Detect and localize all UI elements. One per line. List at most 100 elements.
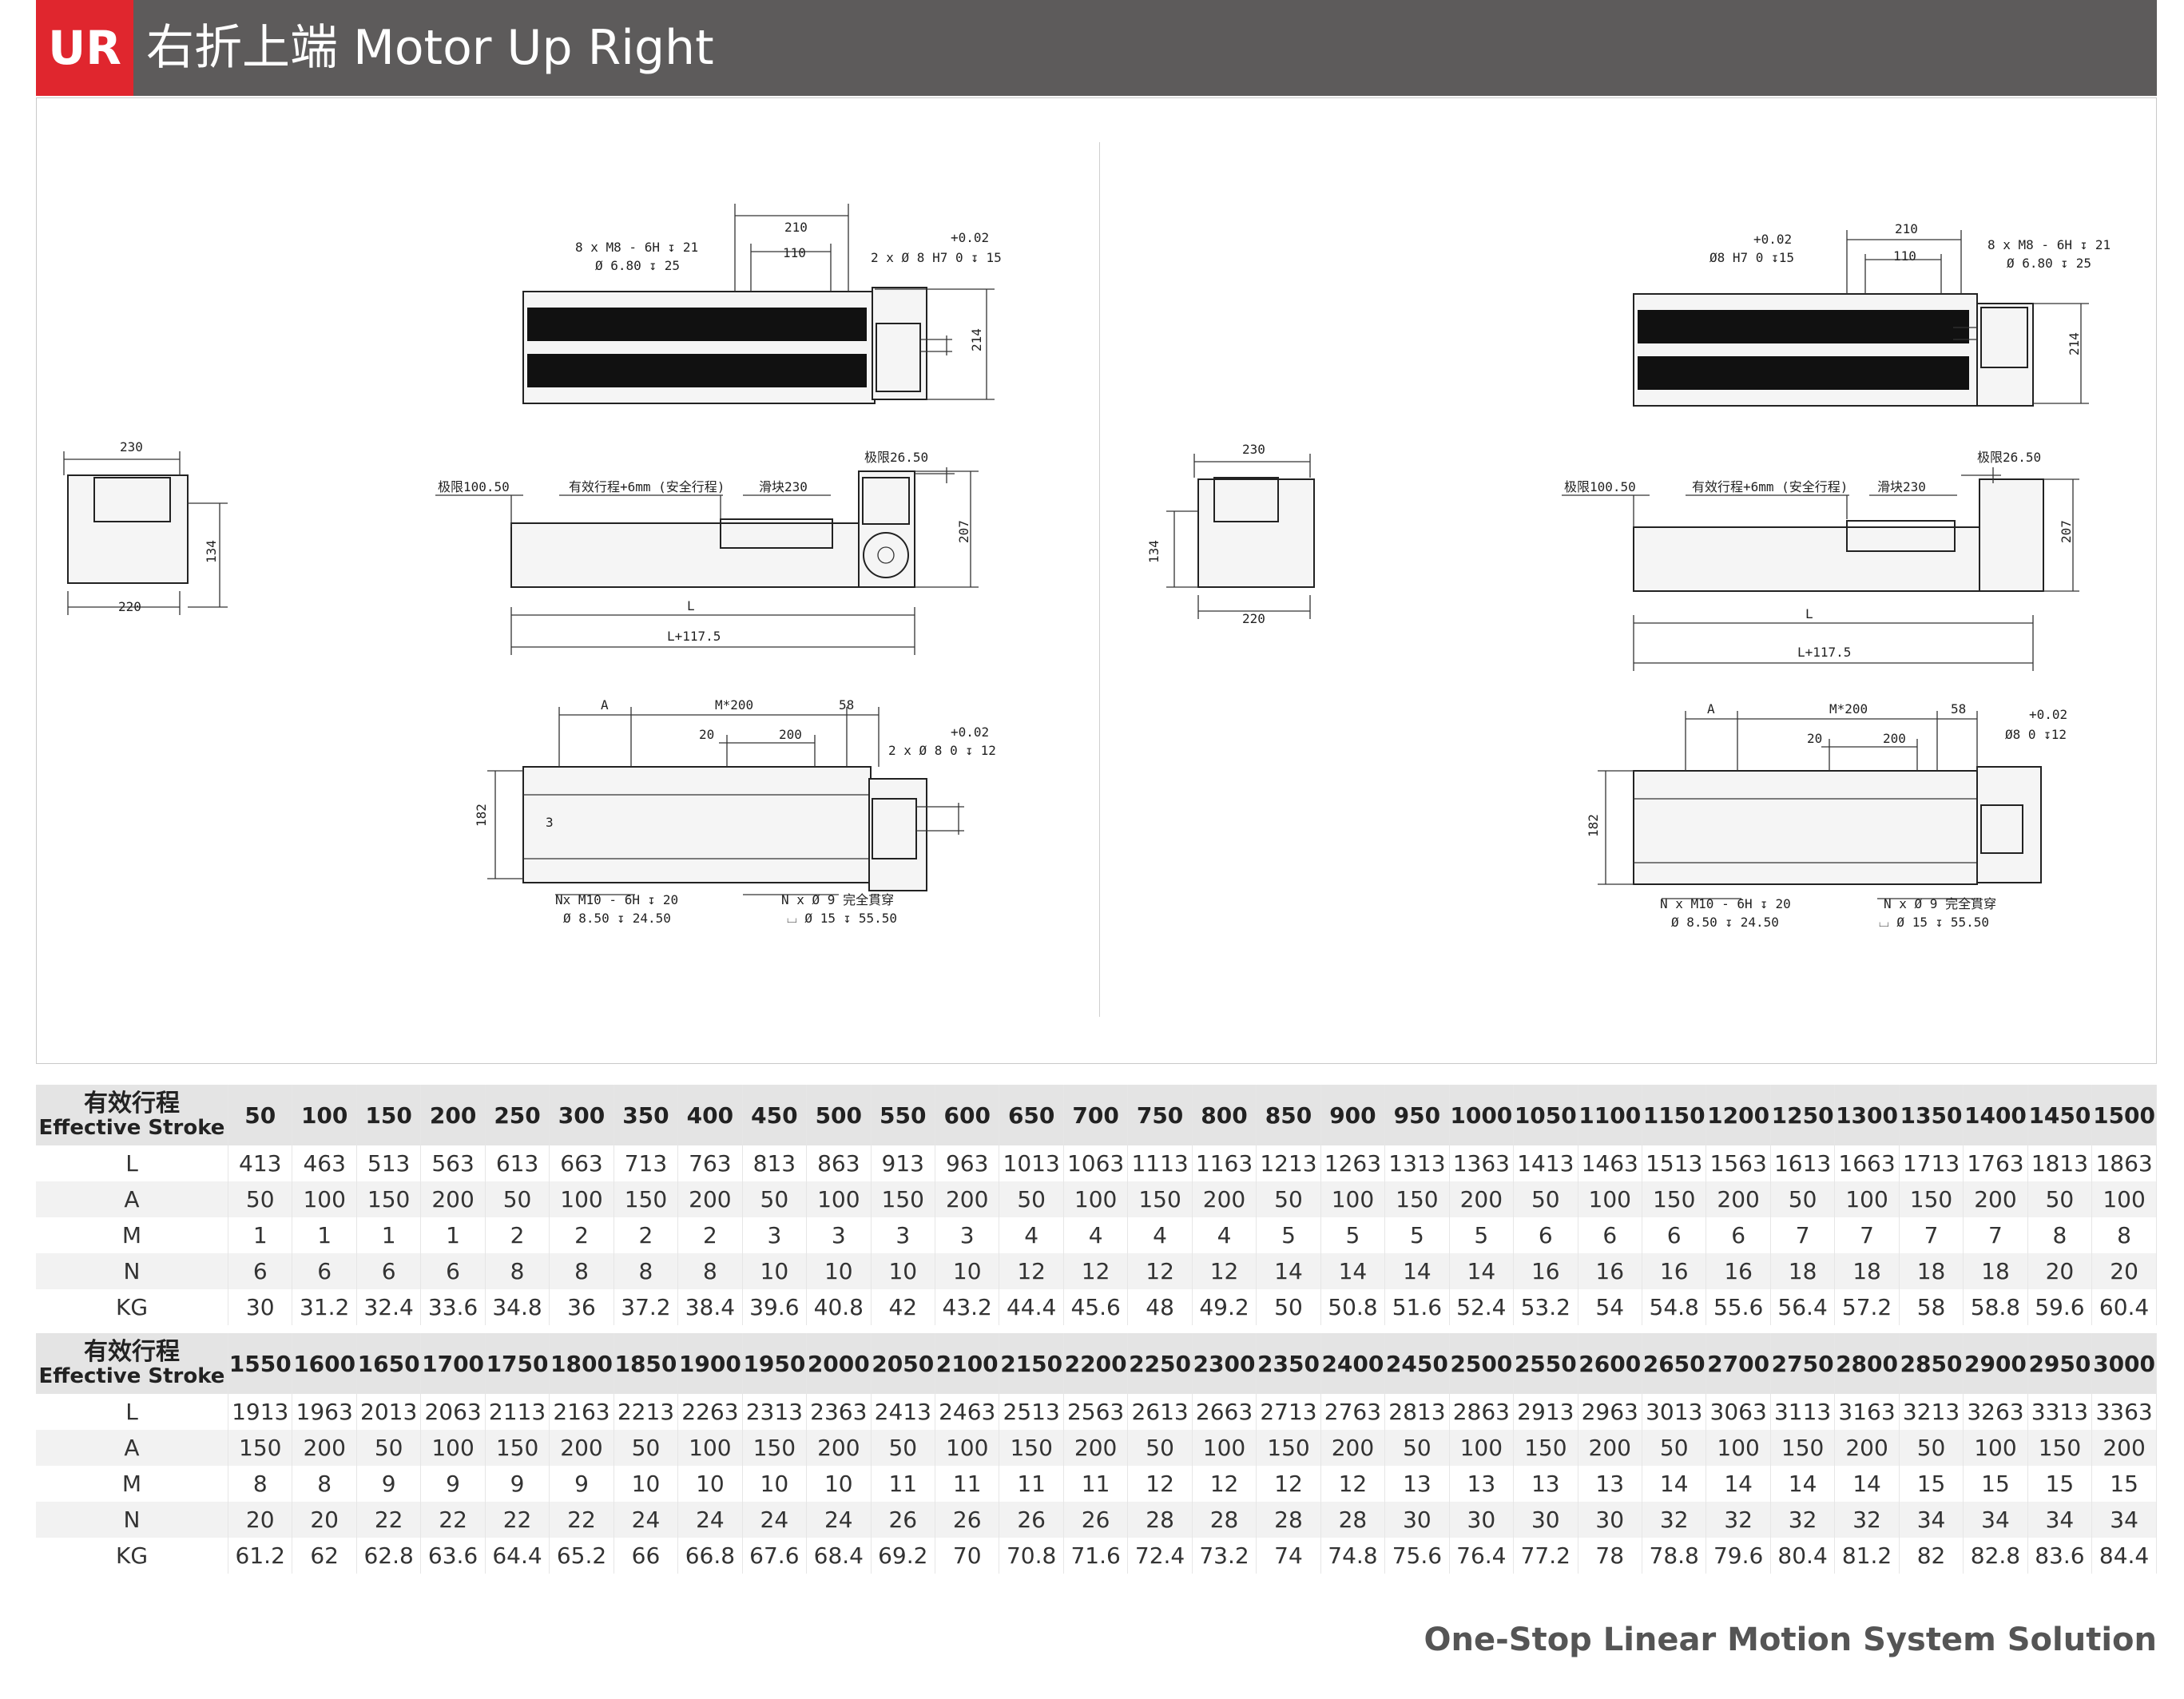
table-cell: 84.4 [2091, 1538, 2157, 1574]
table-cell: 200 [420, 1181, 486, 1217]
table-cell: 15 [2091, 1466, 2157, 1502]
left-bottom-dim-200: 200 [779, 727, 802, 742]
table-cell: 150 [1642, 1181, 1707, 1217]
table-cell: 150 [742, 1430, 808, 1466]
stroke-value: 550 [871, 1085, 935, 1145]
stroke-label-en: Effective Stroke [38, 1364, 225, 1388]
right-top-note-cbore: Ø 6.80 ↧ 25 [2007, 256, 2091, 271]
table-cell: 50 [1256, 1289, 1321, 1325]
table-cell: 15 [1899, 1466, 1964, 1502]
table-cell: 100 [1063, 1181, 1129, 1217]
table-cell: 913 [871, 1145, 935, 1181]
left-side-limit-right: 极限26.50 [864, 450, 928, 465]
right-top-dim-inner: 110 [1893, 248, 1916, 264]
table-cell: 28 [1320, 1502, 1386, 1538]
table-cell: 2863 [1449, 1394, 1515, 1430]
table-cell: 3113 [1770, 1394, 1836, 1430]
table-cell: 73.2 [1192, 1538, 1257, 1574]
left-side-dim-height: 207 [956, 520, 971, 543]
table-cell: 30 [1578, 1502, 1642, 1538]
stroke-value: 2250 [1127, 1333, 1193, 1394]
table-cell: 39.6 [742, 1289, 808, 1325]
table-cell: 2 [485, 1217, 550, 1253]
stroke-label-cn: 有效行程 [84, 1338, 180, 1366]
table-cell: 13 [1449, 1466, 1515, 1502]
table-cell: 200 [1063, 1430, 1129, 1466]
right-top-view: 210 110 8 x M8 - 6H ↧ 21 Ø 6.80 ↧ 25 +0.… [1633, 221, 2111, 407]
table-cell: 9 [549, 1466, 614, 1502]
table-cell: 200 [935, 1181, 1000, 1217]
stroke-value: 1450 [2027, 1085, 2093, 1145]
table-cell: 79.6 [1706, 1538, 1771, 1574]
stroke-value: 650 [999, 1085, 1064, 1145]
stroke-value: 700 [1063, 1085, 1129, 1145]
stroke-value: 1650 [356, 1333, 422, 1394]
stroke-value: 2100 [935, 1333, 1000, 1394]
table-cell: 6 [1513, 1217, 1578, 1253]
stroke-value: 1100 [1578, 1085, 1642, 1145]
model-badge: UR [36, 0, 133, 96]
table-cell: 3013 [1642, 1394, 1707, 1430]
table-cell: 32 [1834, 1502, 1900, 1538]
table-cell: 48 [1127, 1289, 1193, 1325]
table-cell: 67.6 [742, 1538, 808, 1574]
stroke-value: 2400 [1320, 1333, 1386, 1394]
table-cell: 24 [742, 1502, 808, 1538]
stroke-value: 350 [614, 1085, 679, 1145]
right-bottom-note-thru2: ⌴ Ø 15 ↧ 55.50 [1879, 915, 1989, 930]
row-label: L [36, 1145, 228, 1181]
stroke-value: 1750 [485, 1333, 550, 1394]
table-cell: 10 [806, 1253, 872, 1289]
table-cell: 9 [356, 1466, 422, 1502]
table-cell: 50 [999, 1181, 1064, 1217]
table-cell: 10 [742, 1466, 808, 1502]
table-cell: 80.4 [1770, 1538, 1836, 1574]
table-cell: 100 [677, 1430, 743, 1466]
table-cell: 22 [356, 1502, 422, 1538]
table-cell: 16 [1706, 1253, 1771, 1289]
table-cell: 15 [1963, 1466, 2028, 1502]
table-cell: 2113 [485, 1394, 550, 1430]
table-cell: 64.4 [485, 1538, 550, 1574]
right-top-note-holes: 8 x M8 - 6H ↧ 21 [1987, 237, 2111, 252]
stroke-value: 150 [356, 1085, 422, 1145]
table-cell: 100 [1963, 1430, 2028, 1466]
stroke-value: 200 [420, 1085, 486, 1145]
table-cell: 100 [2091, 1181, 2157, 1217]
stroke-value: 1050 [1513, 1085, 1578, 1145]
stroke-value: 1500 [2091, 1085, 2157, 1145]
table-cell: 5 [1320, 1217, 1386, 1253]
table-cell: 60.4 [2091, 1289, 2157, 1325]
left-top-note-holes: 8 x M8 - 6H ↧ 21 [575, 240, 698, 255]
table-cell: 100 [935, 1430, 1000, 1466]
table-cell: 52.4 [1449, 1289, 1515, 1325]
table-cell: 2913 [1513, 1394, 1578, 1430]
table-cell: 14 [1834, 1466, 1900, 1502]
stroke-value: 2750 [1770, 1333, 1836, 1394]
table-cell: 150 [871, 1181, 935, 1217]
row-label: M [36, 1217, 228, 1253]
row-label: N [36, 1502, 228, 1538]
table-cell: 100 [1449, 1430, 1515, 1466]
table-cell: 7 [1963, 1217, 2028, 1253]
table-cell: 24 [806, 1502, 872, 1538]
table-cell: 150 [1899, 1181, 1964, 1217]
right-top-dim-width: 210 [1895, 221, 1918, 236]
table-cell: 20 [228, 1502, 293, 1538]
table-cell: 68.4 [806, 1538, 872, 1574]
table-cell: 75.6 [1384, 1538, 1450, 1574]
table-cell: 10 [935, 1253, 1000, 1289]
table-cell: 3213 [1899, 1394, 1964, 1430]
table-cell: 1 [420, 1217, 486, 1253]
table-cell: 7 [1899, 1217, 1964, 1253]
table-cell: 50 [1127, 1430, 1193, 1466]
table-cell: 62 [292, 1538, 357, 1574]
right-bottom-dim-A: A [1707, 701, 1715, 717]
table-cell: 50 [614, 1430, 679, 1466]
table-cell: 763 [677, 1145, 743, 1181]
table-cell: 58.8 [1963, 1289, 2028, 1325]
stroke-value: 2900 [1963, 1333, 2028, 1394]
table-cell: 49.2 [1192, 1289, 1257, 1325]
